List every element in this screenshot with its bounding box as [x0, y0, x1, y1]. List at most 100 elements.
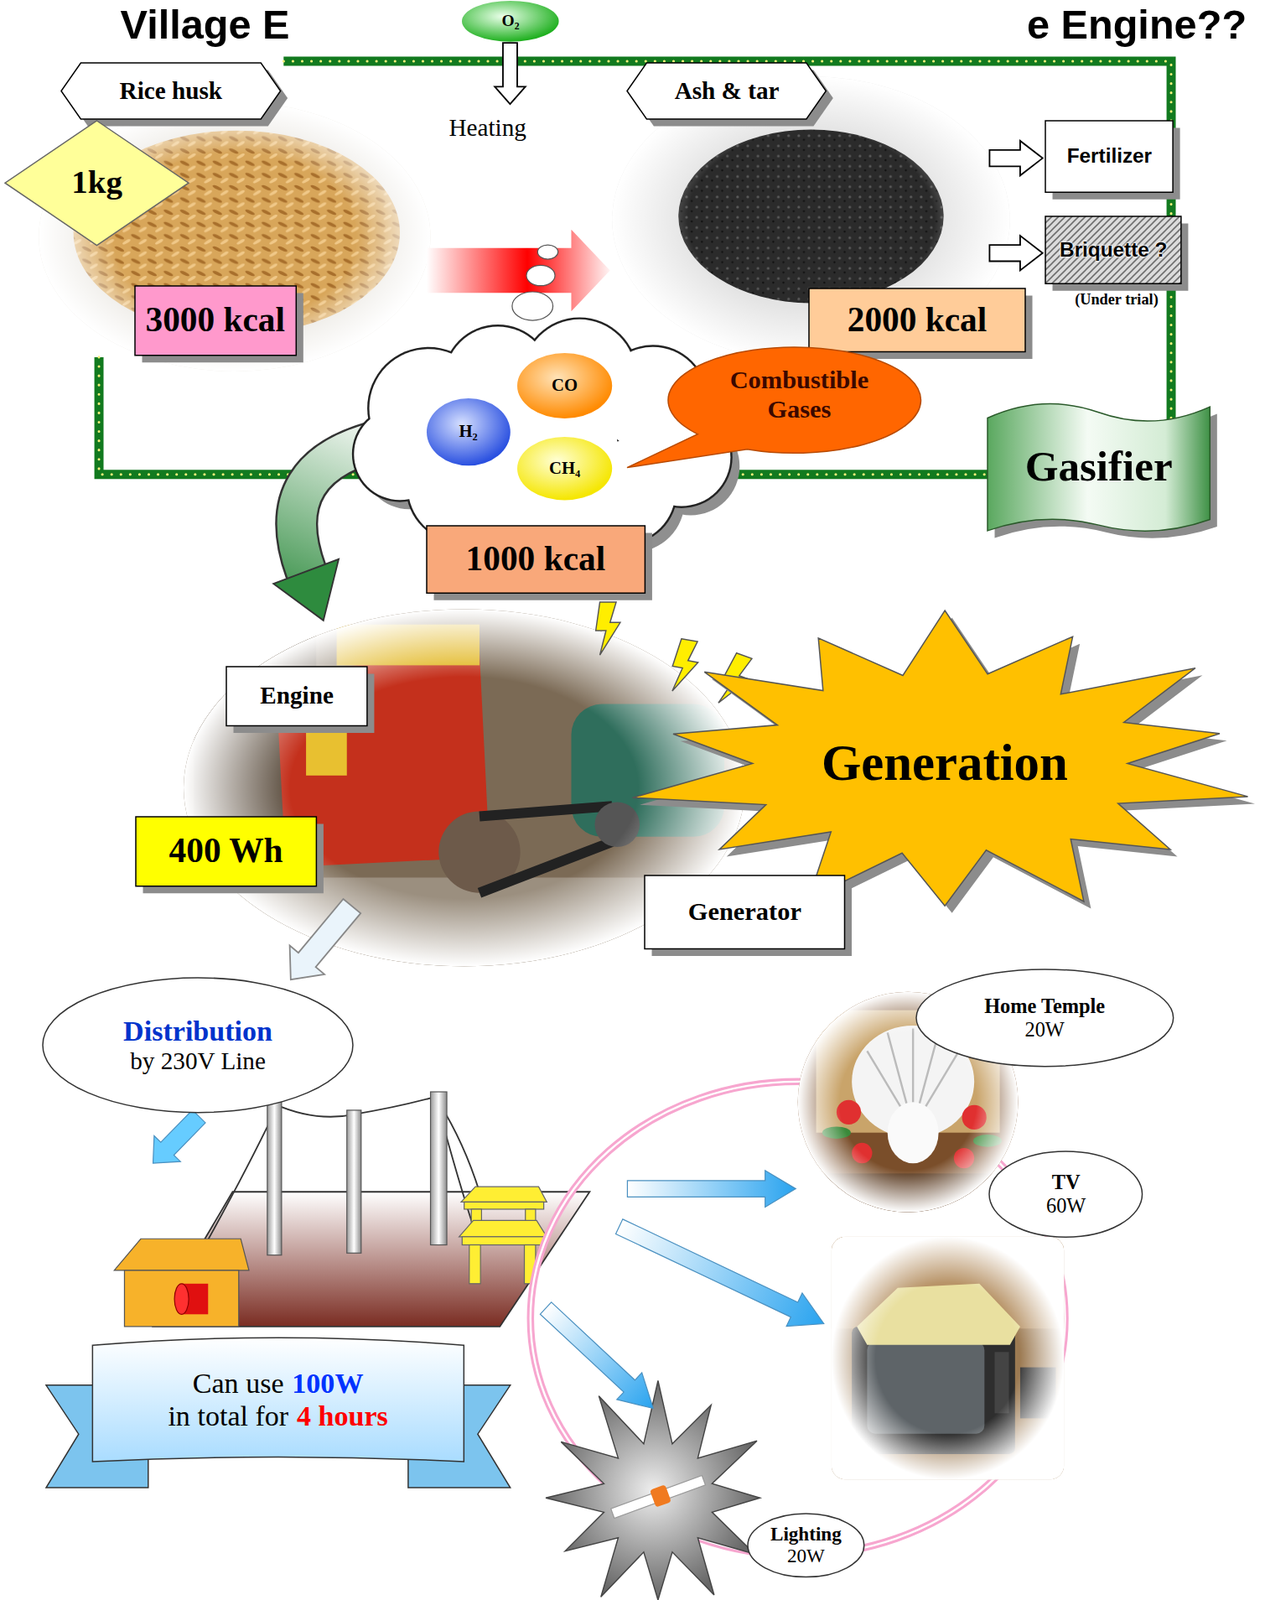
node-text: Can use [192, 1366, 285, 1400]
text-area: Combustible Gases [692, 353, 908, 436]
output-arrow [989, 235, 1043, 270]
supply-arrow [627, 1170, 796, 1208]
part-label: Generator [644, 875, 846, 949]
village-illustration [430, 1091, 447, 1245]
node-text: Generator [688, 896, 802, 927]
node-shape [1045, 216, 1182, 284]
node-shape [517, 352, 612, 419]
text-line: H₂ [458, 421, 477, 442]
material-banner: Ash & tar [627, 62, 826, 120]
text-stack: Fertilizer [1067, 144, 1152, 168]
ellipse-label: Home Temple20W [916, 969, 1174, 1067]
output-arrow [989, 140, 1043, 271]
node-text: Rice husk [119, 77, 223, 106]
node-text: 3000 kcal [145, 300, 286, 341]
text-area: Fertilizer [1045, 120, 1173, 192]
text-stack: Gasifier [1025, 441, 1173, 492]
node-shape [644, 875, 846, 949]
ellipse-label: Lighting20W [747, 1513, 865, 1577]
text-stack: 2000 kcal [847, 300, 988, 341]
node-text: TV [1052, 1170, 1081, 1194]
text-stack: O₂ [502, 11, 520, 31]
node-shape [426, 398, 511, 466]
text-stack: CH₄ [549, 458, 581, 479]
starburst: Generation [624, 610, 1265, 917]
text-stack: Generation [821, 733, 1068, 793]
lightning-bolt [668, 637, 702, 695]
node-text: Lighting [770, 1522, 842, 1545]
text-stack: Can use100Win total for4 hours [167, 1366, 388, 1432]
node-text: 1000 kcal [466, 539, 607, 580]
thought-bubbles [537, 244, 558, 260]
tv-photo [831, 1236, 1064, 1480]
lighting-photo [649, 1483, 672, 1507]
node-text: Distribution [123, 1014, 273, 1048]
node-text: by 230V Line [129, 1047, 266, 1076]
text-line: in total for4 hours [167, 1399, 388, 1432]
village-illustration [347, 1109, 362, 1253]
gas-cloud [352, 316, 733, 553]
title-fragment: e Engine?? [1026, 1, 1247, 49]
status-note: (Under trial) [1073, 290, 1161, 309]
node-text: O₂ [502, 11, 520, 31]
text-line: Can use100W [192, 1366, 364, 1400]
text-line: 60W [1046, 1193, 1086, 1218]
text-area: Generation [765, 701, 1125, 825]
text-area: 400 Wh [135, 816, 317, 887]
node-shape [134, 285, 296, 356]
node-text: Gasifier [1025, 441, 1173, 492]
text-stack: H₂ [458, 421, 477, 442]
gas-bubble: CH₄ [517, 436, 612, 500]
text-line: Rice husk [119, 77, 223, 106]
node-shape [92, 1337, 464, 1462]
supply-arrow [290, 898, 362, 980]
text-line: 1000 kcal [466, 539, 607, 580]
node-shape [226, 666, 368, 726]
node-shape [42, 977, 353, 1113]
node-text: Fertilizer [1067, 144, 1152, 168]
text-area: 3000 kcal [134, 285, 296, 356]
gas-bubble: CO [517, 352, 612, 419]
text-line: Distribution [123, 1014, 273, 1048]
text-area: 1kg [49, 150, 146, 215]
node-text: Home Temple [984, 994, 1105, 1018]
village-illustration [114, 1238, 249, 1271]
node-shape [808, 288, 1026, 353]
node-text: 1kg [71, 163, 123, 202]
thought-bubbles [526, 264, 555, 286]
gas-bubble: H₂ [426, 398, 511, 466]
text-stack: 1kg [71, 163, 123, 202]
node-text: Combustible Gases [710, 365, 889, 425]
title-banner: Gasifier [987, 398, 1210, 540]
lightning-bolt [596, 601, 757, 711]
node-text: Briquette ? [1059, 238, 1167, 262]
material-banner: Rice husk [61, 62, 281, 120]
text-stack: Ash & tar [674, 77, 780, 106]
text-stack: 400 Wh [169, 830, 284, 871]
village-illustration [267, 1101, 282, 1255]
text-line: 20W [787, 1544, 825, 1567]
energy-box: 400 Wh [135, 816, 317, 887]
part-label: Engine [226, 666, 368, 726]
text-line: Generator [688, 896, 802, 927]
node-text: CO [551, 375, 578, 396]
process-label: Heating [448, 114, 526, 143]
text-area: Can use100Win total for4 hours [115, 1348, 441, 1449]
text-area: Rice husk [82, 62, 259, 120]
village-illustration [459, 1219, 548, 1236]
heating-arrow [494, 42, 526, 104]
node-shape [517, 436, 612, 500]
node-shape [627, 347, 921, 468]
village-illustration [469, 1244, 481, 1284]
node-shape [747, 1513, 865, 1577]
node-shape [916, 969, 1174, 1067]
node-text: H₂ [458, 421, 477, 442]
village-illustration [464, 1201, 545, 1209]
text-area: Engine [226, 666, 368, 726]
lighting-photo [545, 1379, 761, 1600]
node-text: in total for [167, 1399, 289, 1432]
text-line: CH₄ [549, 458, 581, 479]
node-shape [1045, 120, 1173, 192]
ellipse-label: TV60W [989, 1150, 1143, 1237]
text-area: Distributionby 230V Line [82, 995, 313, 1094]
